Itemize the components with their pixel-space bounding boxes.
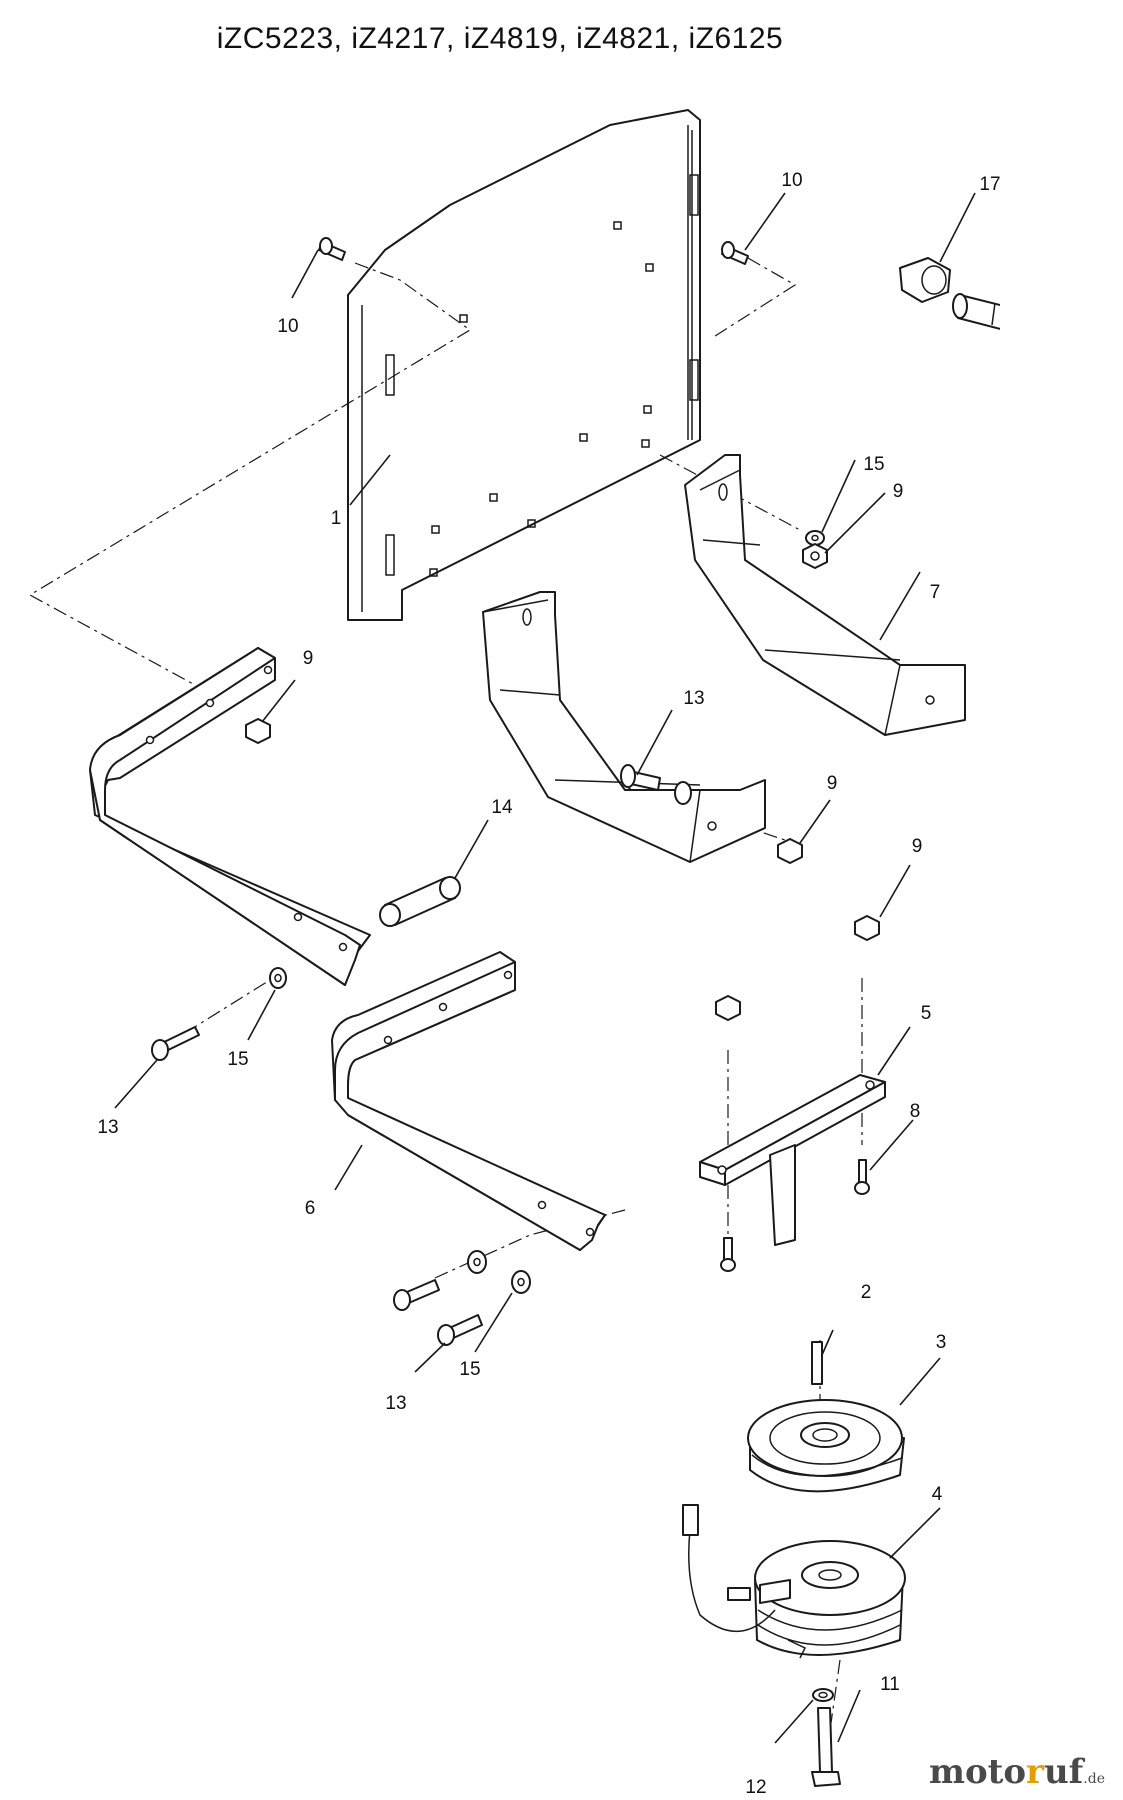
part-15-washer-upper[interactable] — [805, 530, 825, 546]
callout-3: 3 — [936, 1332, 947, 1353]
part-12-lock-washer[interactable] — [812, 1688, 834, 1702]
part-11-bolt[interactable] — [811, 1707, 841, 1787]
callout-11: 11 — [880, 1674, 900, 1695]
part-10-bolt-left[interactable] — [318, 237, 346, 261]
callout-13-center: 13 — [683, 688, 704, 709]
part-2-key[interactable] — [811, 1341, 823, 1385]
callout-6: 6 — [305, 1198, 316, 1219]
callout-10-right: 10 — [781, 170, 802, 191]
part-15-washer-left[interactable] — [269, 967, 287, 989]
callout-labels: 1 2 3 4 5 6 7 8 9 9 9 9 10 10 11 12 13 1… — [97, 170, 1000, 1798]
callout-2: 2 — [861, 1282, 872, 1303]
callout-17: 17 — [979, 174, 1000, 195]
callout-9a: 9 — [303, 648, 314, 669]
part-5-bracket-bar[interactable] — [699, 1074, 886, 1246]
part-1-mounting-plate[interactable] — [347, 109, 701, 621]
callout-8: 8 — [910, 1101, 921, 1122]
callout-15-upper: 15 — [863, 454, 884, 475]
callout-15-left: 15 — [227, 1049, 248, 1070]
callout-4: 4 — [932, 1484, 943, 1505]
brand-watermark: motoruf.de — [928, 1752, 1105, 1792]
part-7-bracket[interactable] — [684, 454, 966, 736]
callout-12: 12 — [745, 1777, 766, 1798]
upper-arm-bracket[interactable] — [89, 647, 371, 986]
part-16-elbow-fitting[interactable] — [952, 293, 1000, 388]
part-9-nut-d[interactable] — [854, 915, 880, 941]
callout-1: 1 — [331, 508, 342, 529]
callout-7: 7 — [930, 582, 941, 603]
part-6-arm-bracket[interactable] — [331, 951, 606, 1251]
part-8-bolt-a[interactable] — [854, 1159, 870, 1195]
part-13-bolt-lower-a[interactable] — [393, 1279, 440, 1311]
part-9-nut-a[interactable] — [802, 543, 828, 569]
center-bracket[interactable] — [482, 591, 766, 863]
callout-13-left: 13 — [97, 1117, 118, 1138]
callout-9d: 9 — [912, 836, 923, 857]
callout-15-lower: 15 — [459, 1359, 480, 1380]
callout-14: 14 — [491, 797, 513, 818]
part-13-bolt-lower-b[interactable] — [437, 1314, 483, 1346]
part-13-bolt-center[interactable] — [620, 764, 692, 805]
part-13-bolt-left[interactable] — [151, 1026, 200, 1061]
callout-10-left: 10 — [277, 316, 298, 337]
callout-9c: 9 — [893, 481, 904, 502]
callout-9b: 9 — [827, 773, 838, 794]
part-17-hex-fitting[interactable] — [899, 257, 951, 303]
part-4-clutch[interactable] — [682, 1504, 906, 1659]
diagram-title: iZC5223, iZ4217, iZ4819, iZ4821, iZ6125 — [216, 22, 784, 55]
callout-5: 5 — [921, 1003, 932, 1024]
part-9-nut-e[interactable] — [715, 995, 741, 1021]
part-10-bolt-right[interactable] — [721, 241, 749, 265]
callout-13-lower: 13 — [385, 1393, 406, 1414]
part-8-bolt-b[interactable] — [720, 1237, 736, 1272]
part-14-spacer[interactable] — [379, 876, 461, 927]
exploded-parts-diagram: 1 2 3 4 5 6 7 8 9 9 9 9 10 10 11 12 13 1… — [28, 109, 1000, 1798]
part-9-nut-c[interactable] — [777, 838, 803, 864]
callout-leaders — [114, 192, 976, 1744]
part-15-washer-lower-a[interactable] — [467, 1250, 487, 1274]
part-15-washer-lower-b[interactable] — [511, 1270, 531, 1294]
part-9-nut-b[interactable] — [245, 718, 271, 744]
part-3-pulley[interactable] — [747, 1399, 905, 1493]
